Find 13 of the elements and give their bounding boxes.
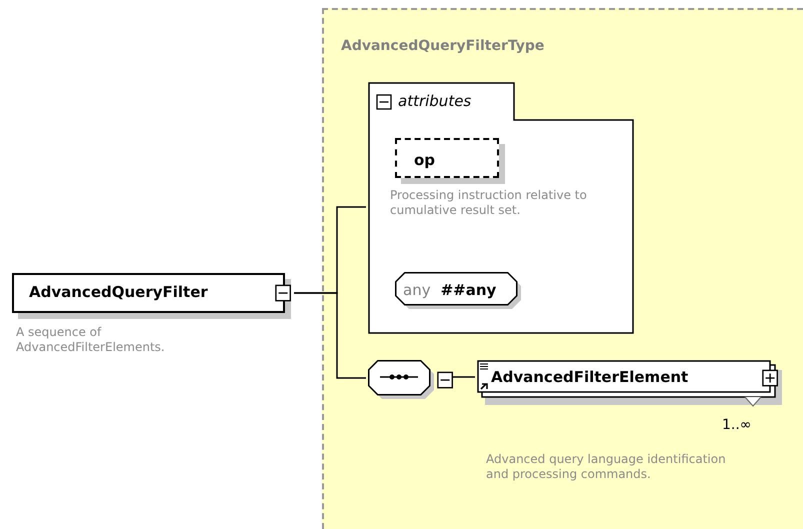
- wildcard-keyword: any: [403, 281, 431, 299]
- connector-line: [294, 292, 366, 379]
- description-text: Processing instruction relative to cumulative result set.: [390, 188, 588, 218]
- type-name: AdvancedQueryFilterType: [341, 38, 544, 54]
- element-name: AdvancedQueryFilter: [29, 283, 208, 301]
- description-text: Advanced query language identification and processing commands.: [486, 452, 727, 482]
- wildcard-namespace: ##any: [440, 281, 496, 299]
- complex-type-region: [322, 8, 803, 529]
- attribute-name: op: [414, 151, 436, 169]
- multiplicity-label: 1..∞: [722, 418, 752, 433]
- description-text: A sequence of AdvancedFilterElements.: [16, 325, 166, 355]
- element-name: AdvancedFilterElement: [491, 368, 688, 386]
- group-title: attributes: [398, 92, 472, 110]
